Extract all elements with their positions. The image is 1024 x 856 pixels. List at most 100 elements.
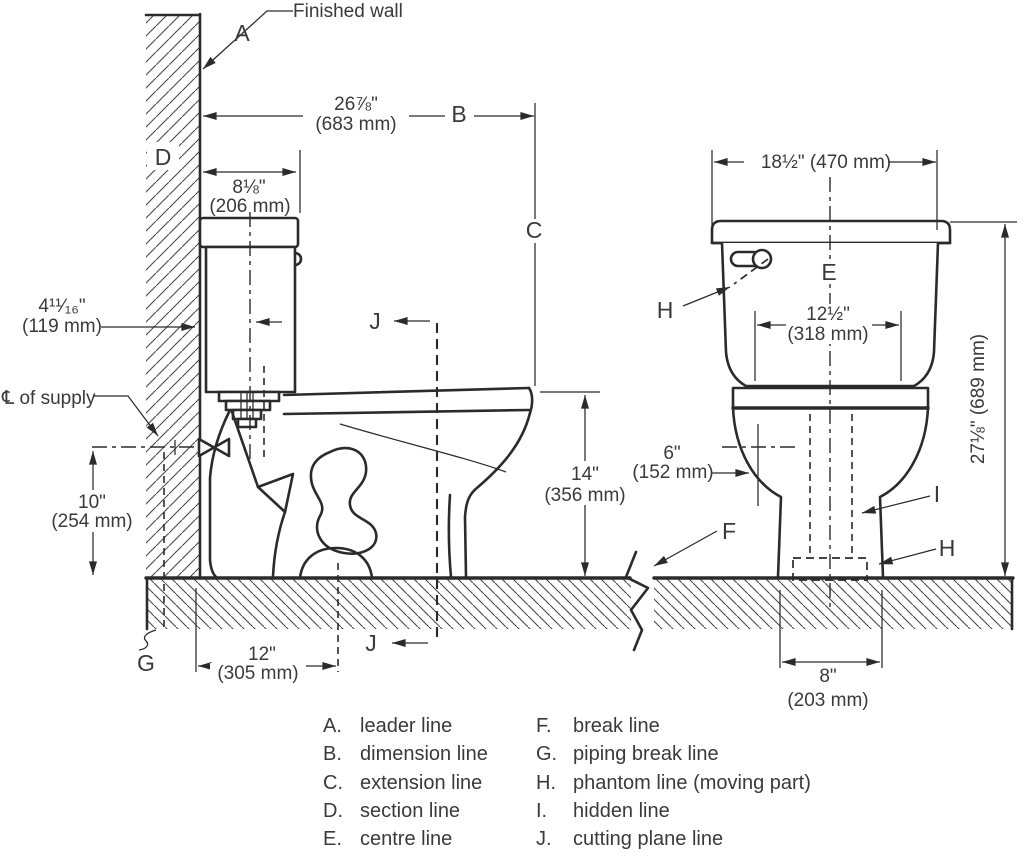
leader-phantom-bottom xyxy=(878,548,937,565)
dim-text-12-mm: (305 mm) xyxy=(217,663,298,684)
marker-e-centre-line: E xyxy=(821,259,836,285)
dim-text-12half-mm: (318 mm) xyxy=(787,324,868,345)
legend-key: G. xyxy=(536,743,558,766)
legend-item-section-line: D. section line xyxy=(323,797,533,825)
wall-hatch xyxy=(146,14,200,578)
extension-lines xyxy=(195,103,1017,672)
legend-item-break-line: F. break line xyxy=(536,712,876,740)
trap-outlet-dome xyxy=(298,546,374,580)
marker-b-dimension-line: B xyxy=(451,101,466,127)
legend-key: D. xyxy=(323,799,343,822)
legend-item-hidden-line: I. hidden line xyxy=(536,797,876,825)
legend-label: piping break line xyxy=(573,743,719,766)
legend-label: leader line xyxy=(360,715,453,737)
marker-a-leader-line: A xyxy=(234,20,250,46)
dim-text-12half-in: 12½" xyxy=(806,304,850,325)
letter-markers: A B C D E F G H H I J J xyxy=(137,20,955,676)
handle-phantom-line xyxy=(733,258,769,285)
legend-key: H. xyxy=(536,771,556,794)
supply-valve xyxy=(197,437,231,458)
leader-lines xyxy=(94,10,937,647)
dim-text-10-mm: (254 mm) xyxy=(51,511,132,532)
dim-text-12-in: 12" xyxy=(248,644,276,665)
dim-text-27eighth: 27⅛" (689 mm) xyxy=(968,334,989,464)
dim-text-6-mm: (152 mm) xyxy=(632,462,713,483)
annotation-labels: Finished wall ℄ of supply xyxy=(1,1,403,409)
dim-text-8-mm: (203 mm) xyxy=(787,690,868,711)
leader-break-line xyxy=(653,530,718,567)
legend-item-phantom-line: H. phantom line (moving part) xyxy=(536,769,876,797)
floor-hatch-right xyxy=(654,579,1013,629)
flush-handle xyxy=(729,248,773,270)
legend-label: break line xyxy=(573,715,660,737)
side-seat-and-rim xyxy=(282,386,534,579)
marker-f-break-line: F xyxy=(722,518,736,544)
dim-text-18half: 18½" (470 mm) xyxy=(761,152,891,173)
leader-phantom-handle xyxy=(682,286,731,307)
marker-d-section-line: D xyxy=(155,144,172,170)
dim-text-8eighth-mm: (206 mm) xyxy=(209,196,290,217)
legend-label: hidden line xyxy=(573,799,670,822)
front-tank-lid xyxy=(710,219,952,245)
leader-finished-wall xyxy=(202,10,293,70)
legend-key: F. xyxy=(536,715,552,737)
legend-label: extension line xyxy=(360,771,483,794)
dim-text-8eighth-in: 8⅛" xyxy=(232,177,265,198)
dim-text-26-mm: (683 mm) xyxy=(315,114,396,135)
break-line-zigzag xyxy=(624,550,650,652)
phantom-flange-rect xyxy=(792,557,868,581)
dim-text-wallthick-in: 4¹¹⁄₁₆" xyxy=(38,296,85,317)
label-masks xyxy=(50,94,888,683)
legend-item-centre-line: E. centre line xyxy=(323,825,533,853)
legend-item-extension-line: C. extension line xyxy=(323,769,533,797)
dim-text-8-in: 8" xyxy=(819,666,836,687)
legend-column-2: F. break line G. piping break line H. ph… xyxy=(536,712,876,853)
legend-item-cutting-plane-line: J. cutting plane line xyxy=(536,825,876,853)
leader-supply xyxy=(94,395,159,437)
side-base-trapway xyxy=(208,408,378,580)
construction-lines xyxy=(92,177,868,638)
legend-label: centre line xyxy=(360,828,453,851)
floor-hatch-left xyxy=(146,579,631,629)
legend-item-leader-line: A. leader line xyxy=(323,712,533,740)
legend-label: cutting plane line xyxy=(573,828,724,851)
marker-h-phantom-base: H xyxy=(939,535,956,561)
dim-text-26-in: 26⅞" xyxy=(334,94,378,115)
dimension-texts: 26⅞" (683 mm) 8⅛" (206 mm) 4¹¹⁄₁₆" (119 … xyxy=(22,94,989,711)
marker-h-phantom-handle: H xyxy=(657,297,674,323)
leader-hidden-line xyxy=(861,495,931,514)
legend-column-1: A. leader line B. dimension line C. exte… xyxy=(323,712,533,853)
legend-key: B. xyxy=(323,743,342,766)
legend-key: I. xyxy=(536,799,548,822)
dim-text-14-in: 14" xyxy=(571,464,599,485)
legend-item-dimension-line: B. dimension line xyxy=(323,740,533,768)
cl-of-supply-label: ℄ of supply xyxy=(1,388,96,409)
legend-label: phantom line (moving part) xyxy=(573,771,811,794)
finished-wall-label: Finished wall xyxy=(293,1,403,22)
wall-section xyxy=(144,12,202,580)
front-bowl-left xyxy=(731,406,783,579)
dim-text-6-in: 6" xyxy=(663,443,680,464)
marker-c-extension-line: C xyxy=(526,217,543,243)
side-tank-bolts xyxy=(217,390,281,429)
piping-break-squiggle xyxy=(138,629,157,651)
floor xyxy=(144,550,1015,652)
marker-g-piping-break: G xyxy=(137,650,155,676)
trapway-wedge xyxy=(256,472,295,514)
side-flush-knob xyxy=(293,251,303,267)
front-bowl-right xyxy=(878,406,930,579)
legend-item-piping-break-line: G. piping break line xyxy=(536,740,876,768)
trapway-cavity xyxy=(309,446,378,555)
dim-text-14-mm: (356 mm) xyxy=(544,485,625,506)
marker-i-hidden-line: I xyxy=(934,481,940,507)
legend-label: section line xyxy=(360,799,461,822)
legend-label: dimension line xyxy=(360,743,488,766)
legend-key: C. xyxy=(323,771,343,794)
legend-key: E. xyxy=(323,828,342,851)
side-tank-lid xyxy=(198,216,300,249)
legend-key: J. xyxy=(536,828,552,851)
legend-key: A. xyxy=(323,715,342,737)
dim-text-10-in: 10" xyxy=(78,492,106,513)
